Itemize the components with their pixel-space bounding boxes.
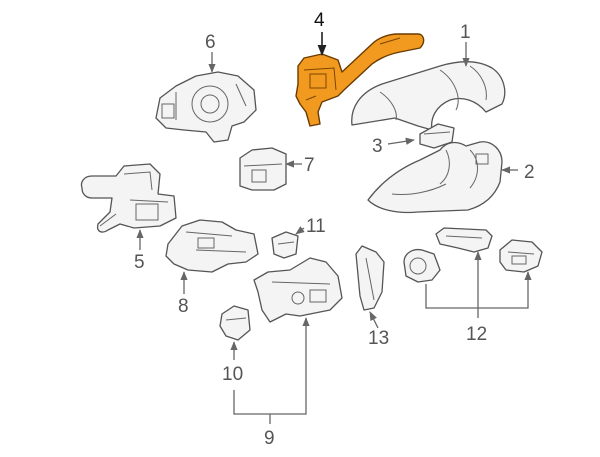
callout-13: 13 [368, 328, 389, 349]
callout-6: 6 [205, 32, 216, 53]
part-9-lock-bracket[interactable] [253, 257, 343, 323]
callout-4: 4 [314, 10, 325, 31]
part-10-sensor[interactable] [219, 305, 251, 341]
part-13-trim-strip[interactable] [355, 245, 385, 311]
callout-9: 9 [264, 428, 275, 449]
callout-8: 8 [178, 296, 189, 317]
callout-3: 3 [372, 136, 383, 157]
part-12-knob[interactable] [403, 248, 441, 283]
callout-2: 2 [524, 162, 535, 183]
callout-10: 10 [222, 364, 243, 385]
callout-5: 5 [134, 252, 145, 273]
part-3-trim-piece[interactable] [419, 123, 455, 149]
callout-1: 1 [460, 22, 471, 43]
callouts: 1 2 3 4 5 6 7 8 9 10 11 12 13 [134, 10, 535, 449]
part-2-lower-shroud[interactable] [367, 141, 503, 214]
part-4-combination-switch[interactable] [295, 33, 425, 127]
part-1-upper-shroud[interactable] [351, 61, 506, 131]
part-5-multifunction-switch[interactable] [80, 163, 177, 233]
part-11-switch[interactable] [271, 231, 299, 259]
callout-7: 7 [304, 155, 315, 176]
part-12-key-insert[interactable] [435, 227, 493, 253]
part-12-switch-block[interactable] [499, 239, 543, 273]
part-6-clockspring[interactable] [155, 71, 257, 143]
callout-12: 12 [466, 324, 487, 345]
leader-lines [136, 32, 532, 424]
callout-11: 11 [306, 216, 326, 237]
part-7-control-module[interactable] [239, 147, 287, 191]
part-8-ignition-module[interactable] [165, 219, 259, 273]
